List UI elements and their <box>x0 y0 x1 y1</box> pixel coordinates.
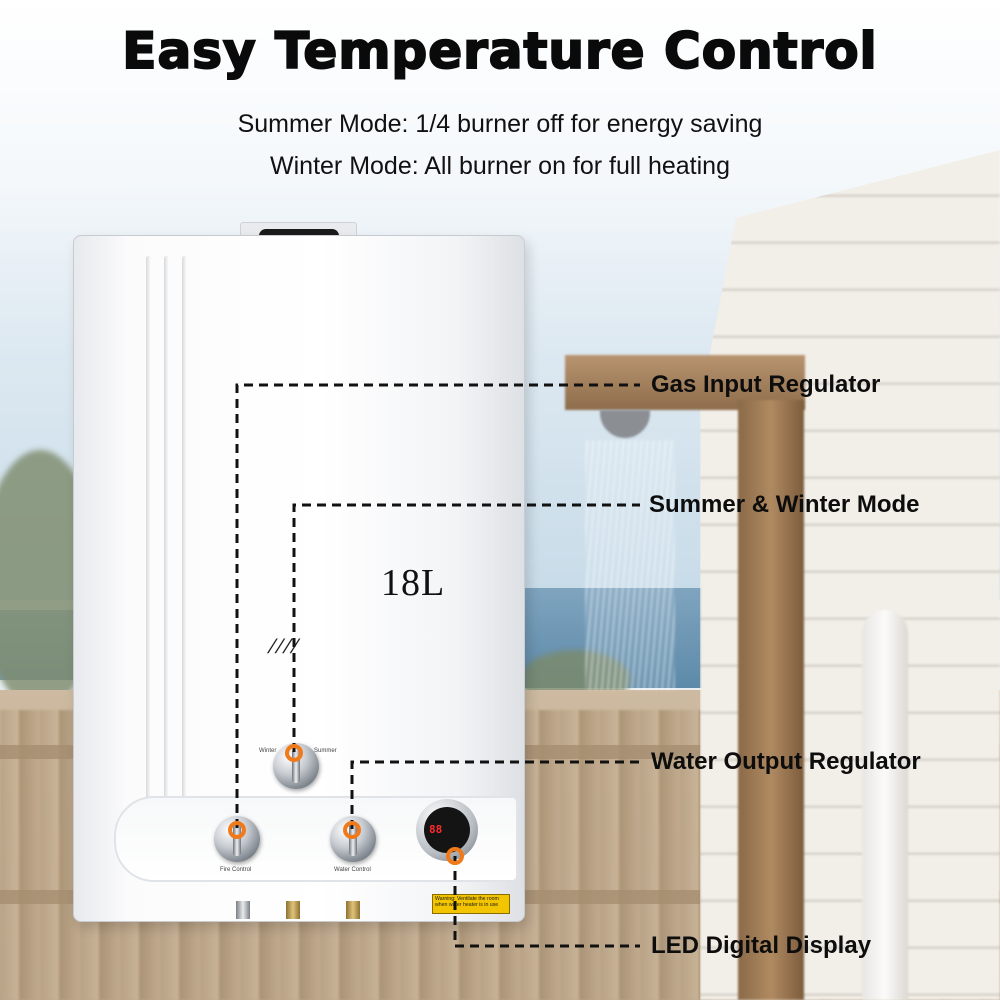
surfboard <box>862 610 908 1000</box>
led-leader-line <box>453 856 640 948</box>
shower-post <box>738 400 804 1000</box>
warning-sticker: Warning: Ventilate the room when water h… <box>432 894 510 914</box>
pipe-fitting <box>236 901 250 919</box>
led-screen <box>424 807 470 853</box>
water-leader-line <box>350 760 640 829</box>
front-groove <box>164 256 169 831</box>
front-groove <box>146 256 151 831</box>
mode-knob-ring <box>285 744 303 762</box>
pipe-fitting <box>286 901 300 919</box>
led-digits: 88 <box>429 823 443 836</box>
mode-callout: Summer & Winter Mode <box>649 491 920 518</box>
gas-input-callout: Gas Input Regulator <box>651 371 881 398</box>
gas-knob-ring <box>228 821 246 839</box>
summer-mode-description: Summer Mode: 1/4 burner off for energy s… <box>237 110 763 138</box>
water-control-label: Water Control <box>334 867 371 873</box>
mode-leader-line <box>292 503 640 752</box>
gas-leader-line <box>235 383 640 828</box>
mode-switch-knob[interactable] <box>273 743 319 789</box>
model-label: 18L <box>381 562 446 604</box>
water-heater: 18L //// Winter Summer Fire Control Wate… <box>73 235 525 922</box>
knob-grip <box>349 822 357 856</box>
water-knob-ring <box>343 821 361 839</box>
led-display-callout: LED Digital Display <box>651 932 872 959</box>
led-display: 88 <box>416 799 478 861</box>
pipe-fitting <box>346 901 360 919</box>
front-groove <box>182 256 187 831</box>
mode-summer-label: Summer <box>314 748 337 754</box>
fire-control-label: Fire Control <box>220 867 252 873</box>
winter-mode-description: Winter Mode: All burner on for full heat… <box>270 152 730 180</box>
knob-grip <box>292 749 300 783</box>
water-spray <box>585 440 675 690</box>
water-output-callout: Water Output Regulator <box>651 748 921 775</box>
led-display-ring <box>446 847 464 865</box>
mode-winter-label: Winter <box>259 748 277 754</box>
page-title: Easy Temperature Control <box>121 21 878 81</box>
